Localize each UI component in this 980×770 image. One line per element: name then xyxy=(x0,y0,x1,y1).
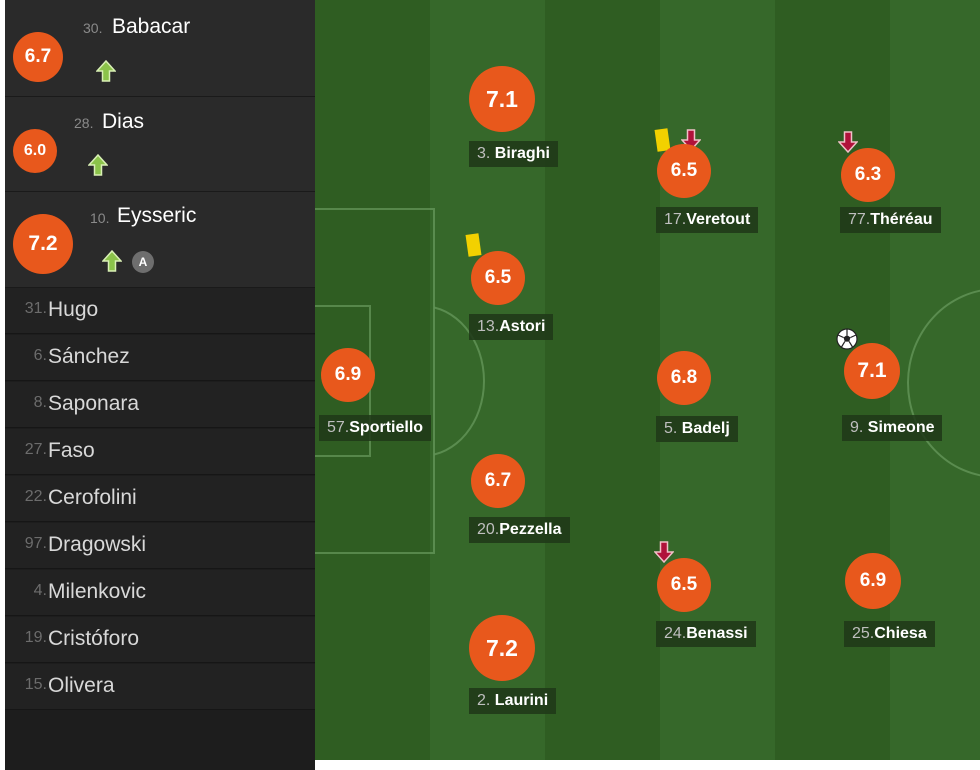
center-circle xyxy=(907,288,980,478)
bench-player-row[interactable]: 8. Saponara xyxy=(5,382,315,428)
yellow-card-icon xyxy=(465,233,482,257)
player-number: 77. xyxy=(848,211,871,228)
player-label: 24.Benassi xyxy=(656,621,756,647)
lineup-sidebar: 6.7 30. Babacar 6.0 28. Dias 7.2 10. Eys… xyxy=(5,0,315,770)
rating-badge: 7.2 xyxy=(13,214,73,274)
player-number: 22. xyxy=(24,488,47,505)
arrow-up-icon xyxy=(96,60,116,82)
substitute-row[interactable]: 6.0 28. Dias xyxy=(5,97,315,192)
rating-badge: 7.1 xyxy=(844,343,900,399)
pitch: 6.9 57.Sportiello 7.1 3. Biraghi 6.5 13.… xyxy=(315,0,980,760)
player-name: Pezzella xyxy=(499,521,562,538)
player-name: Laurini xyxy=(494,692,549,709)
player-name: Veretout xyxy=(686,211,751,228)
rating-badge: 7.2 xyxy=(469,615,535,681)
player-number: 10. xyxy=(90,210,110,226)
player-number: 15. xyxy=(24,676,47,693)
rating-badge: 6.7 xyxy=(13,32,63,82)
player-name: Badelj xyxy=(681,420,730,437)
player-name: Chiesa xyxy=(874,625,927,642)
bench-player-row[interactable]: 97. Dragowski xyxy=(5,523,315,569)
player-name: Benassi xyxy=(686,625,748,642)
bench-player-row[interactable]: 31. Hugo xyxy=(5,288,315,334)
player-number: 25. xyxy=(852,625,875,642)
arrow-up-icon xyxy=(102,250,122,272)
soccer-ball-icon xyxy=(836,328,858,350)
player-number: 4. xyxy=(33,582,47,599)
player-name: Astori xyxy=(499,318,546,335)
player-name: Saponara xyxy=(48,392,140,415)
rating-badge: 6.8 xyxy=(657,351,711,405)
player-label: 3. Biraghi xyxy=(469,141,558,167)
player-label: 13.Astori xyxy=(469,314,554,340)
player-number: 27. xyxy=(24,441,47,458)
player-label: 77.Théréau xyxy=(840,207,941,233)
player-number: 2. xyxy=(477,692,491,709)
rating-badge: 6.5 xyxy=(471,251,525,305)
player-name: Biraghi xyxy=(494,145,550,162)
player-name: Milenkovic xyxy=(48,580,147,603)
rating-badge: 7.1 xyxy=(469,66,535,132)
player-number: 31. xyxy=(24,300,47,317)
player-number: 8. xyxy=(33,394,47,411)
arrow-up-icon xyxy=(88,154,108,176)
player-name: Théréau xyxy=(870,211,933,228)
player-number: 5. xyxy=(664,420,678,437)
player-number: 57. xyxy=(327,419,350,436)
player-label: 9. Simeone xyxy=(842,415,943,441)
bench-player-row[interactable]: 27. Faso xyxy=(5,429,315,475)
player-name: Olivera xyxy=(48,674,115,697)
player-number: 28. xyxy=(74,115,94,131)
rating-badge: 6.0 xyxy=(13,129,57,173)
substitute-row[interactable]: 7.2 10. Eysseric A xyxy=(5,192,315,288)
player-name: Cristóforo xyxy=(48,627,140,650)
player-label: 25.Chiesa xyxy=(844,621,935,647)
player-number: 9. xyxy=(850,419,864,436)
bench-player-row[interactable]: 6. Sánchez xyxy=(5,335,315,381)
player-number: 6. xyxy=(33,347,47,364)
bench-player-row[interactable]: 22. Cerofolini xyxy=(5,476,315,522)
rating-badge: 6.5 xyxy=(657,558,711,612)
substitute-row[interactable]: 6.7 30. Babacar xyxy=(5,0,315,97)
player-label: 2. Laurini xyxy=(469,688,557,714)
bench-player-row[interactable]: 4. Milenkovic xyxy=(5,570,315,616)
rating-badge: 6.3 xyxy=(841,148,895,202)
penalty-area xyxy=(315,208,435,554)
bench-player-row[interactable]: 19. Cristóforo xyxy=(5,617,315,663)
player-name: Dias xyxy=(102,110,145,133)
player-number: 24. xyxy=(664,625,687,642)
player-name: Sportiello xyxy=(349,419,424,436)
player-label: 17.Veretout xyxy=(656,207,759,233)
player-number: 19. xyxy=(24,629,47,646)
bench-player-row[interactable]: 15. Olivera xyxy=(5,664,315,710)
rating-badge: 6.9 xyxy=(321,348,375,402)
player-name: Cerofolini xyxy=(48,486,137,509)
player-name: Hugo xyxy=(48,298,99,321)
player-number: 20. xyxy=(477,521,500,538)
player-number: 30. xyxy=(83,20,103,36)
player-name: Babacar xyxy=(112,15,191,38)
player-number: 17. xyxy=(664,211,687,228)
player-label: 57.Sportiello xyxy=(319,415,432,441)
player-name: Eysseric xyxy=(117,204,197,227)
player-number: 97. xyxy=(24,535,47,552)
rating-badge: 6.7 xyxy=(471,454,525,508)
arrow-down-icon xyxy=(838,131,858,153)
player-label: 20.Pezzella xyxy=(469,517,570,543)
arrow-down-icon xyxy=(654,541,674,563)
player-name: Sánchez xyxy=(48,345,130,368)
player-name: Dragowski xyxy=(48,533,147,556)
player-number: 13. xyxy=(477,318,500,335)
player-name: Faso xyxy=(48,439,95,462)
rating-badge: 6.5 xyxy=(657,144,711,198)
player-name: Simeone xyxy=(867,419,935,436)
player-number: 3. xyxy=(477,145,491,162)
player-label: 5. Badelj xyxy=(656,416,738,442)
rating-badge: 6.9 xyxy=(845,553,901,609)
captain-badge-icon: A xyxy=(132,251,154,273)
